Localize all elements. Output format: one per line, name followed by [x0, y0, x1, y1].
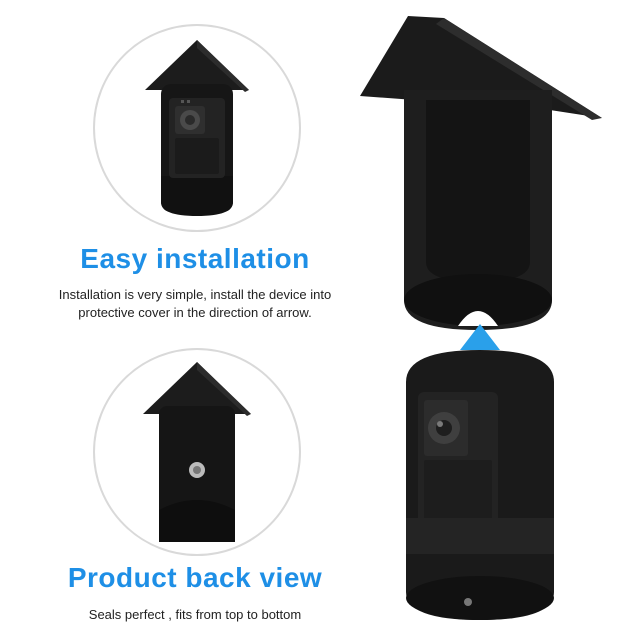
back-view-circle — [93, 348, 301, 556]
front-view-circle — [93, 24, 301, 232]
installation-description-line-2: protective cover in the direction of arr… — [78, 305, 312, 320]
back-view-description: Seals perfect , fits from top to bottom — [88, 607, 302, 622]
front-view-image — [145, 40, 249, 216]
product-back-view-heading: Product back view — [67, 562, 323, 593]
product-illustration — [360, 16, 602, 620]
easy-installation-heading: Easy installation — [80, 243, 310, 274]
installation-description: Installation is very simple, install the… — [0, 286, 390, 322]
back-view-image — [143, 362, 251, 542]
installation-description-line-1: Installation is very simple, install the… — [58, 287, 332, 302]
